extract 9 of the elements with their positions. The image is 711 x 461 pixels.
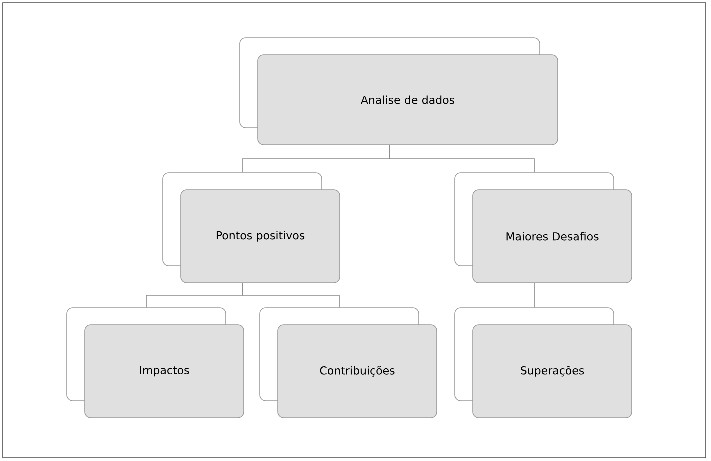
stacked-box: Pontos positivos [162, 172, 340, 284]
stacked-box: Impactos [66, 308, 244, 418]
connector-line [534, 283, 535, 308]
stacked-box: Maiores Desafios [454, 172, 632, 284]
stacked-box: Contribuições [260, 308, 438, 418]
connector-line [390, 145, 535, 173]
stacked-box: Analise de dados [240, 38, 558, 146]
connector-line [242, 283, 340, 308]
stacked-box: Superações [454, 308, 632, 418]
